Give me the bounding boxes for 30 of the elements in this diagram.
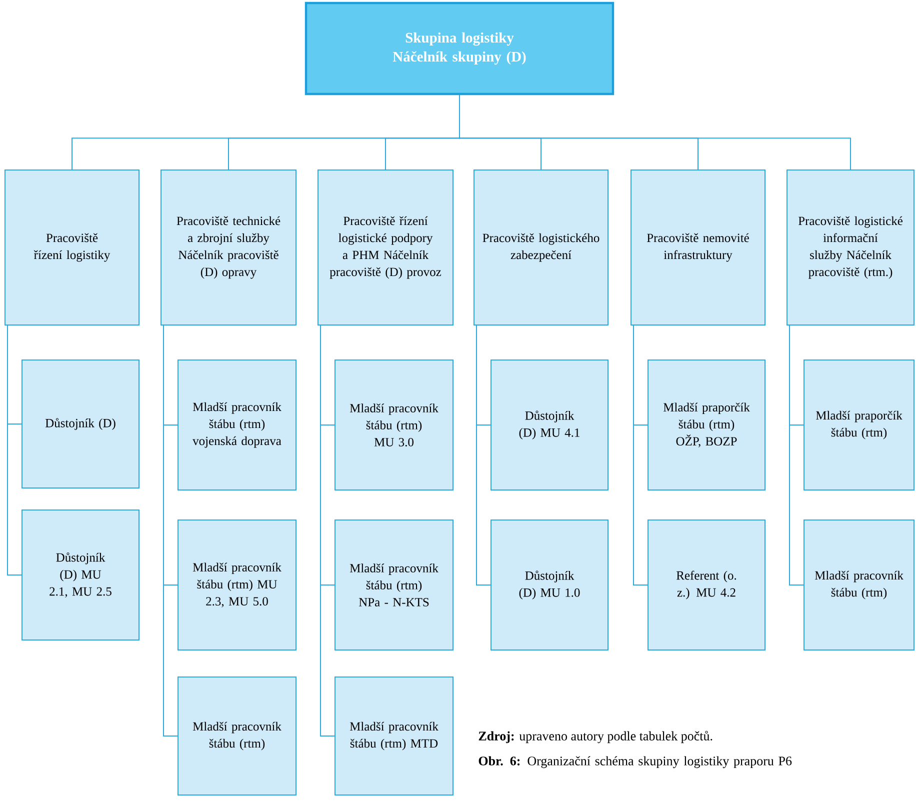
department-box: Pracoviště logistické informační služby Náčelník pracoviště (rtm.)	[786, 170, 914, 326]
position-box: Důstojník (D) MU 1.0	[490, 520, 608, 650]
position-box: Mladší pracovník štábu (rtm) vojenská doprava	[178, 360, 296, 490]
connector-line	[476, 325, 491, 586]
position-box: Mladší pracovník štábu (rtm) MTD	[334, 676, 454, 796]
source-note: Zdroj: upraveno autory podle tabulek počtů.	[478, 730, 712, 744]
department-box: Pracoviště nemovité infrastruktury	[630, 170, 766, 326]
position-box: Mladší praporčík štábu (rtm)	[804, 360, 914, 490]
connector-line	[459, 94, 851, 170]
position-box: Důstojník (D)	[22, 360, 140, 488]
position-box: Důstojník (D) MU 2.1, MU 2.5	[22, 510, 140, 640]
figure-caption: Obr. 6: Organizační schéma skupiny logistiky praporu P6	[478, 756, 792, 768]
group-box: Skupina logistiky Náčelník skupiny (D)	[304, 2, 614, 96]
department-box: Pracoviště logistického zabezpečení	[474, 170, 608, 326]
department-box: Pracoviště řízení logistické podpory a PHM Náčelník pracoviště (D) provoz	[318, 170, 454, 326]
department-box: Pracoviště řízení logistiky	[4, 170, 140, 326]
position-box: Referent (o. z.) MU 4.2	[648, 520, 766, 650]
connector-line	[163, 325, 178, 736]
position-box: Mladší pracovník štábu (rtm) NPa - N-KTS	[334, 520, 454, 650]
connector-line	[633, 325, 648, 586]
position-box: Mladší pracovník štábu (rtm) MU 3.0	[334, 360, 454, 490]
position-box: Mladší pracovník štábu (rtm) MU 2.3, MU 5.0	[178, 520, 296, 650]
position-box: Mladší praporčík štábu (rtm) OŽP, BOZP	[648, 360, 766, 490]
position-box: Důstojník (D) MU 4.1	[490, 360, 608, 490]
connector-line	[7, 325, 22, 576]
position-box: Mladší pracovník štábu (rtm)	[178, 676, 296, 796]
department-box: Pracoviště technické a zbrojní služby Náčelník pracoviště (D) opravy	[160, 170, 296, 326]
connector-line	[789, 325, 804, 586]
position-box: Mladší pracovník štábu (rtm)	[804, 520, 914, 650]
connector-line	[320, 325, 335, 736]
